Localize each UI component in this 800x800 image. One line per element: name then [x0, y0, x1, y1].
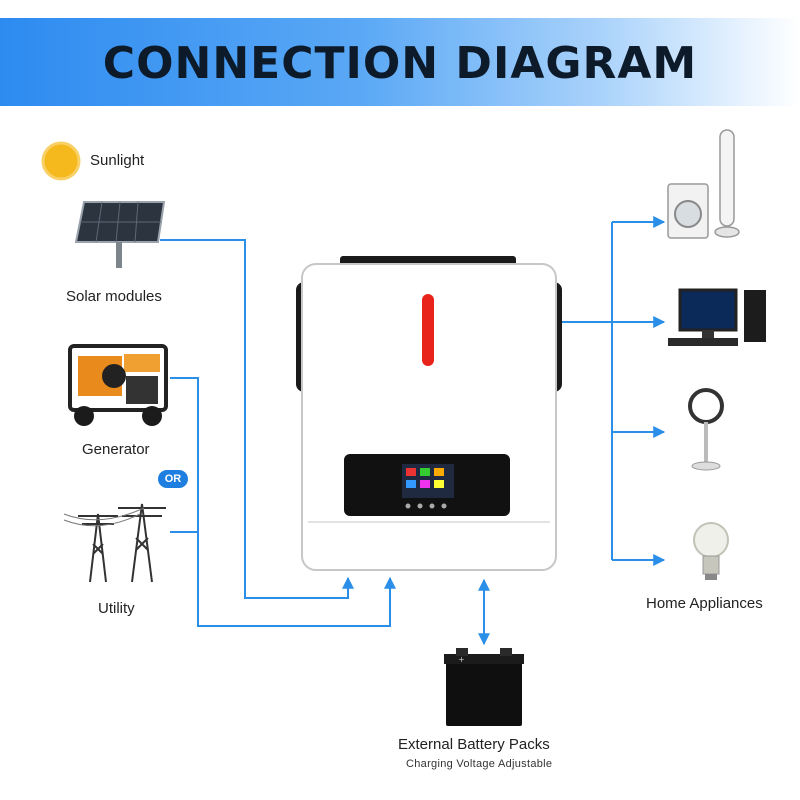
- solar-panel-icon: [74, 201, 166, 268]
- tower-fan-icon: [714, 129, 740, 238]
- sun-icon: [41, 141, 81, 181]
- battery-note: Charging Voltage Adjustable: [406, 758, 553, 770]
- home-appliances-label: Home Appliances: [646, 595, 763, 612]
- light-bulb-icon: [693, 522, 729, 580]
- title-banner: [0, 18, 800, 106]
- inverter-device: [296, 256, 562, 571]
- desk-fan-icon: [688, 388, 724, 471]
- or-badge: OR: [158, 470, 188, 488]
- solar-line: [160, 239, 354, 599]
- generator-icon: [68, 344, 168, 426]
- sunlight-label: Sunlight: [90, 152, 145, 169]
- desktop-computer-icon: [668, 288, 766, 346]
- battery-icon: +: [444, 648, 524, 726]
- washing-machine-icon: [667, 183, 709, 239]
- utility-label: Utility: [98, 600, 135, 617]
- generator-label: Generator: [82, 441, 150, 458]
- svg-text:+: +: [458, 655, 465, 664]
- battery-label: External Battery Packs: [398, 736, 550, 753]
- solar-modules-label: Solar modules: [66, 288, 162, 305]
- generator-line: [170, 377, 396, 627]
- status-indicator: [422, 294, 434, 366]
- power-tower-icon: [63, 503, 166, 583]
- page-title: CONNECTION DIAGRAM: [102, 38, 698, 89]
